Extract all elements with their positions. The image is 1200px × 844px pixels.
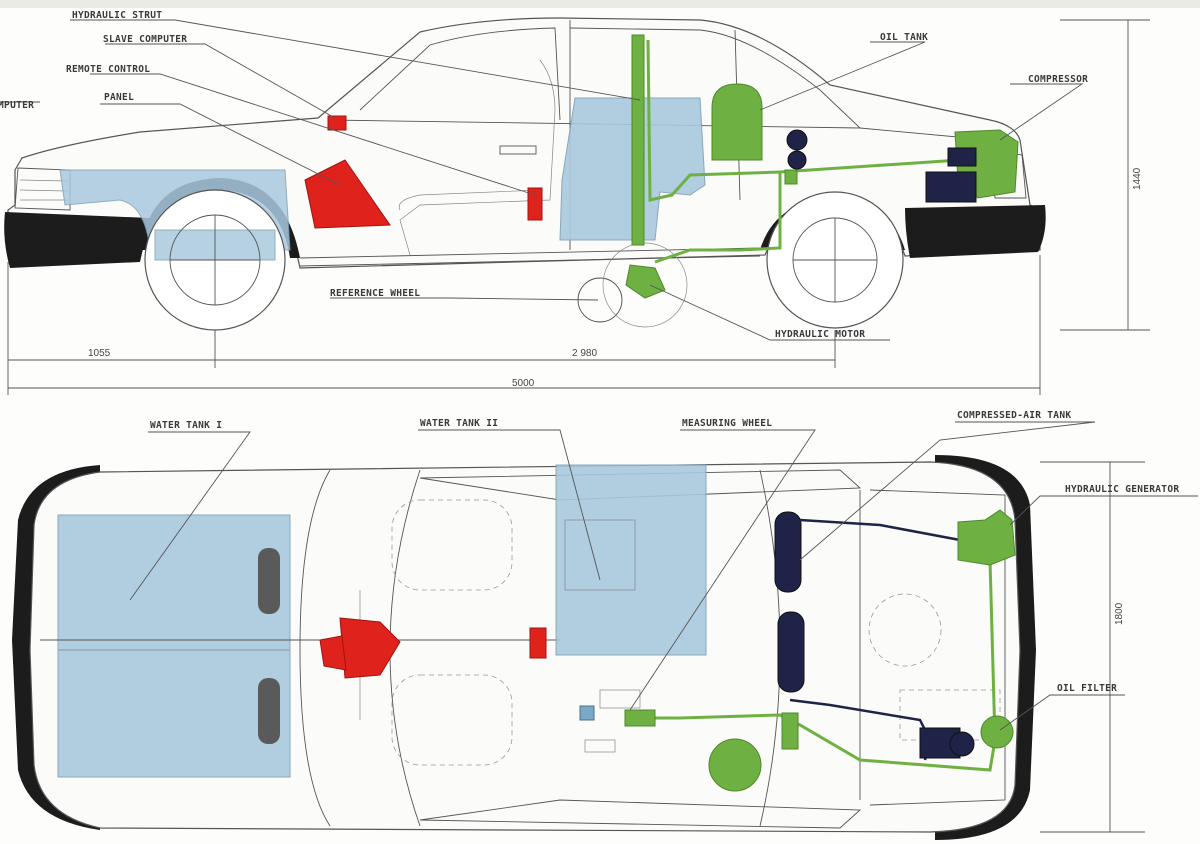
- side-slave-computer: [527, 187, 543, 221]
- label-oil-tank: OIL TANK: [880, 32, 928, 43]
- dim-front-overhang: 1055: [88, 348, 111, 359]
- label-compressed-air-tank: COMPRESSED-AIR TANK: [957, 410, 1071, 421]
- label-reference-wheel: REFERENCE WHEEL: [330, 288, 420, 299]
- top-oil-filter: [980, 715, 1014, 749]
- label-measuring-wheel: MEASURING WHEEL: [682, 418, 772, 429]
- top-labels: WATER TANK I WATER TANK II MEASURING WHE…: [129, 410, 1198, 731]
- side-labels: HYDRAULIC STRUT SLAVE COMPUTER REMOTE CO…: [0, 10, 1088, 341]
- label-remote-control-line2: PANEL: [104, 92, 134, 103]
- label-remote-control-line1: REMOTE CONTROL: [66, 64, 150, 75]
- top-water-tank-1: [57, 514, 291, 778]
- tank-cap-2: [258, 678, 280, 744]
- label-hydraulic-generator: HYDRAULIC GENERATOR: [1065, 484, 1179, 495]
- top-view: [12, 455, 1036, 840]
- label-hydraulic-strut: HYDRAULIC STRUT: [72, 10, 162, 21]
- label-water-tank-2: WATER TANK II: [420, 418, 498, 429]
- top-water-tank-2: [555, 464, 707, 656]
- top-hydraulic-motor: [624, 709, 656, 727]
- side-remote-control-panel: [327, 115, 347, 131]
- label-computer: COMPUTER: [0, 100, 34, 111]
- label-water-tank-1: WATER TANK I: [150, 420, 222, 431]
- side-hydraulic-strut: [631, 34, 645, 246]
- top-dimensions: 1800: [1040, 461, 1145, 833]
- label-oil-filter: OIL FILTER: [1057, 683, 1117, 694]
- top-hydraulic-generator: [957, 509, 1016, 566]
- top-rear-bumper: [935, 455, 1036, 840]
- dim-height: 1440: [1132, 167, 1143, 190]
- top-compressed-air-tank-1: [774, 511, 802, 593]
- tank-cap-1: [258, 548, 280, 614]
- top-slave-computer: [529, 627, 547, 659]
- label-compressor: COMPRESSOR: [1028, 74, 1088, 85]
- dim-length: 5000: [512, 378, 535, 389]
- dim-wheelbase: 2 980: [572, 348, 597, 359]
- side-dimensions: 1055 2 980 5000 1440: [7, 19, 1150, 395]
- side-view: [4, 17, 1046, 331]
- dim-width: 1800: [1114, 602, 1125, 625]
- label-slave-computer: SLAVE COMPUTER: [103, 34, 187, 45]
- side-air-unit: [925, 171, 977, 203]
- side-computer: [304, 159, 391, 229]
- side-oil-tank: [711, 83, 763, 161]
- side-hydraulic-motor: [625, 264, 666, 299]
- top-oil-tank: [708, 738, 762, 792]
- label-hydraulic-motor: HYDRAULIC MOTOR: [775, 329, 865, 340]
- top-compressed-air-tank-2: [777, 611, 805, 693]
- front-bumper: [4, 212, 150, 268]
- rear-bumper: [905, 205, 1046, 258]
